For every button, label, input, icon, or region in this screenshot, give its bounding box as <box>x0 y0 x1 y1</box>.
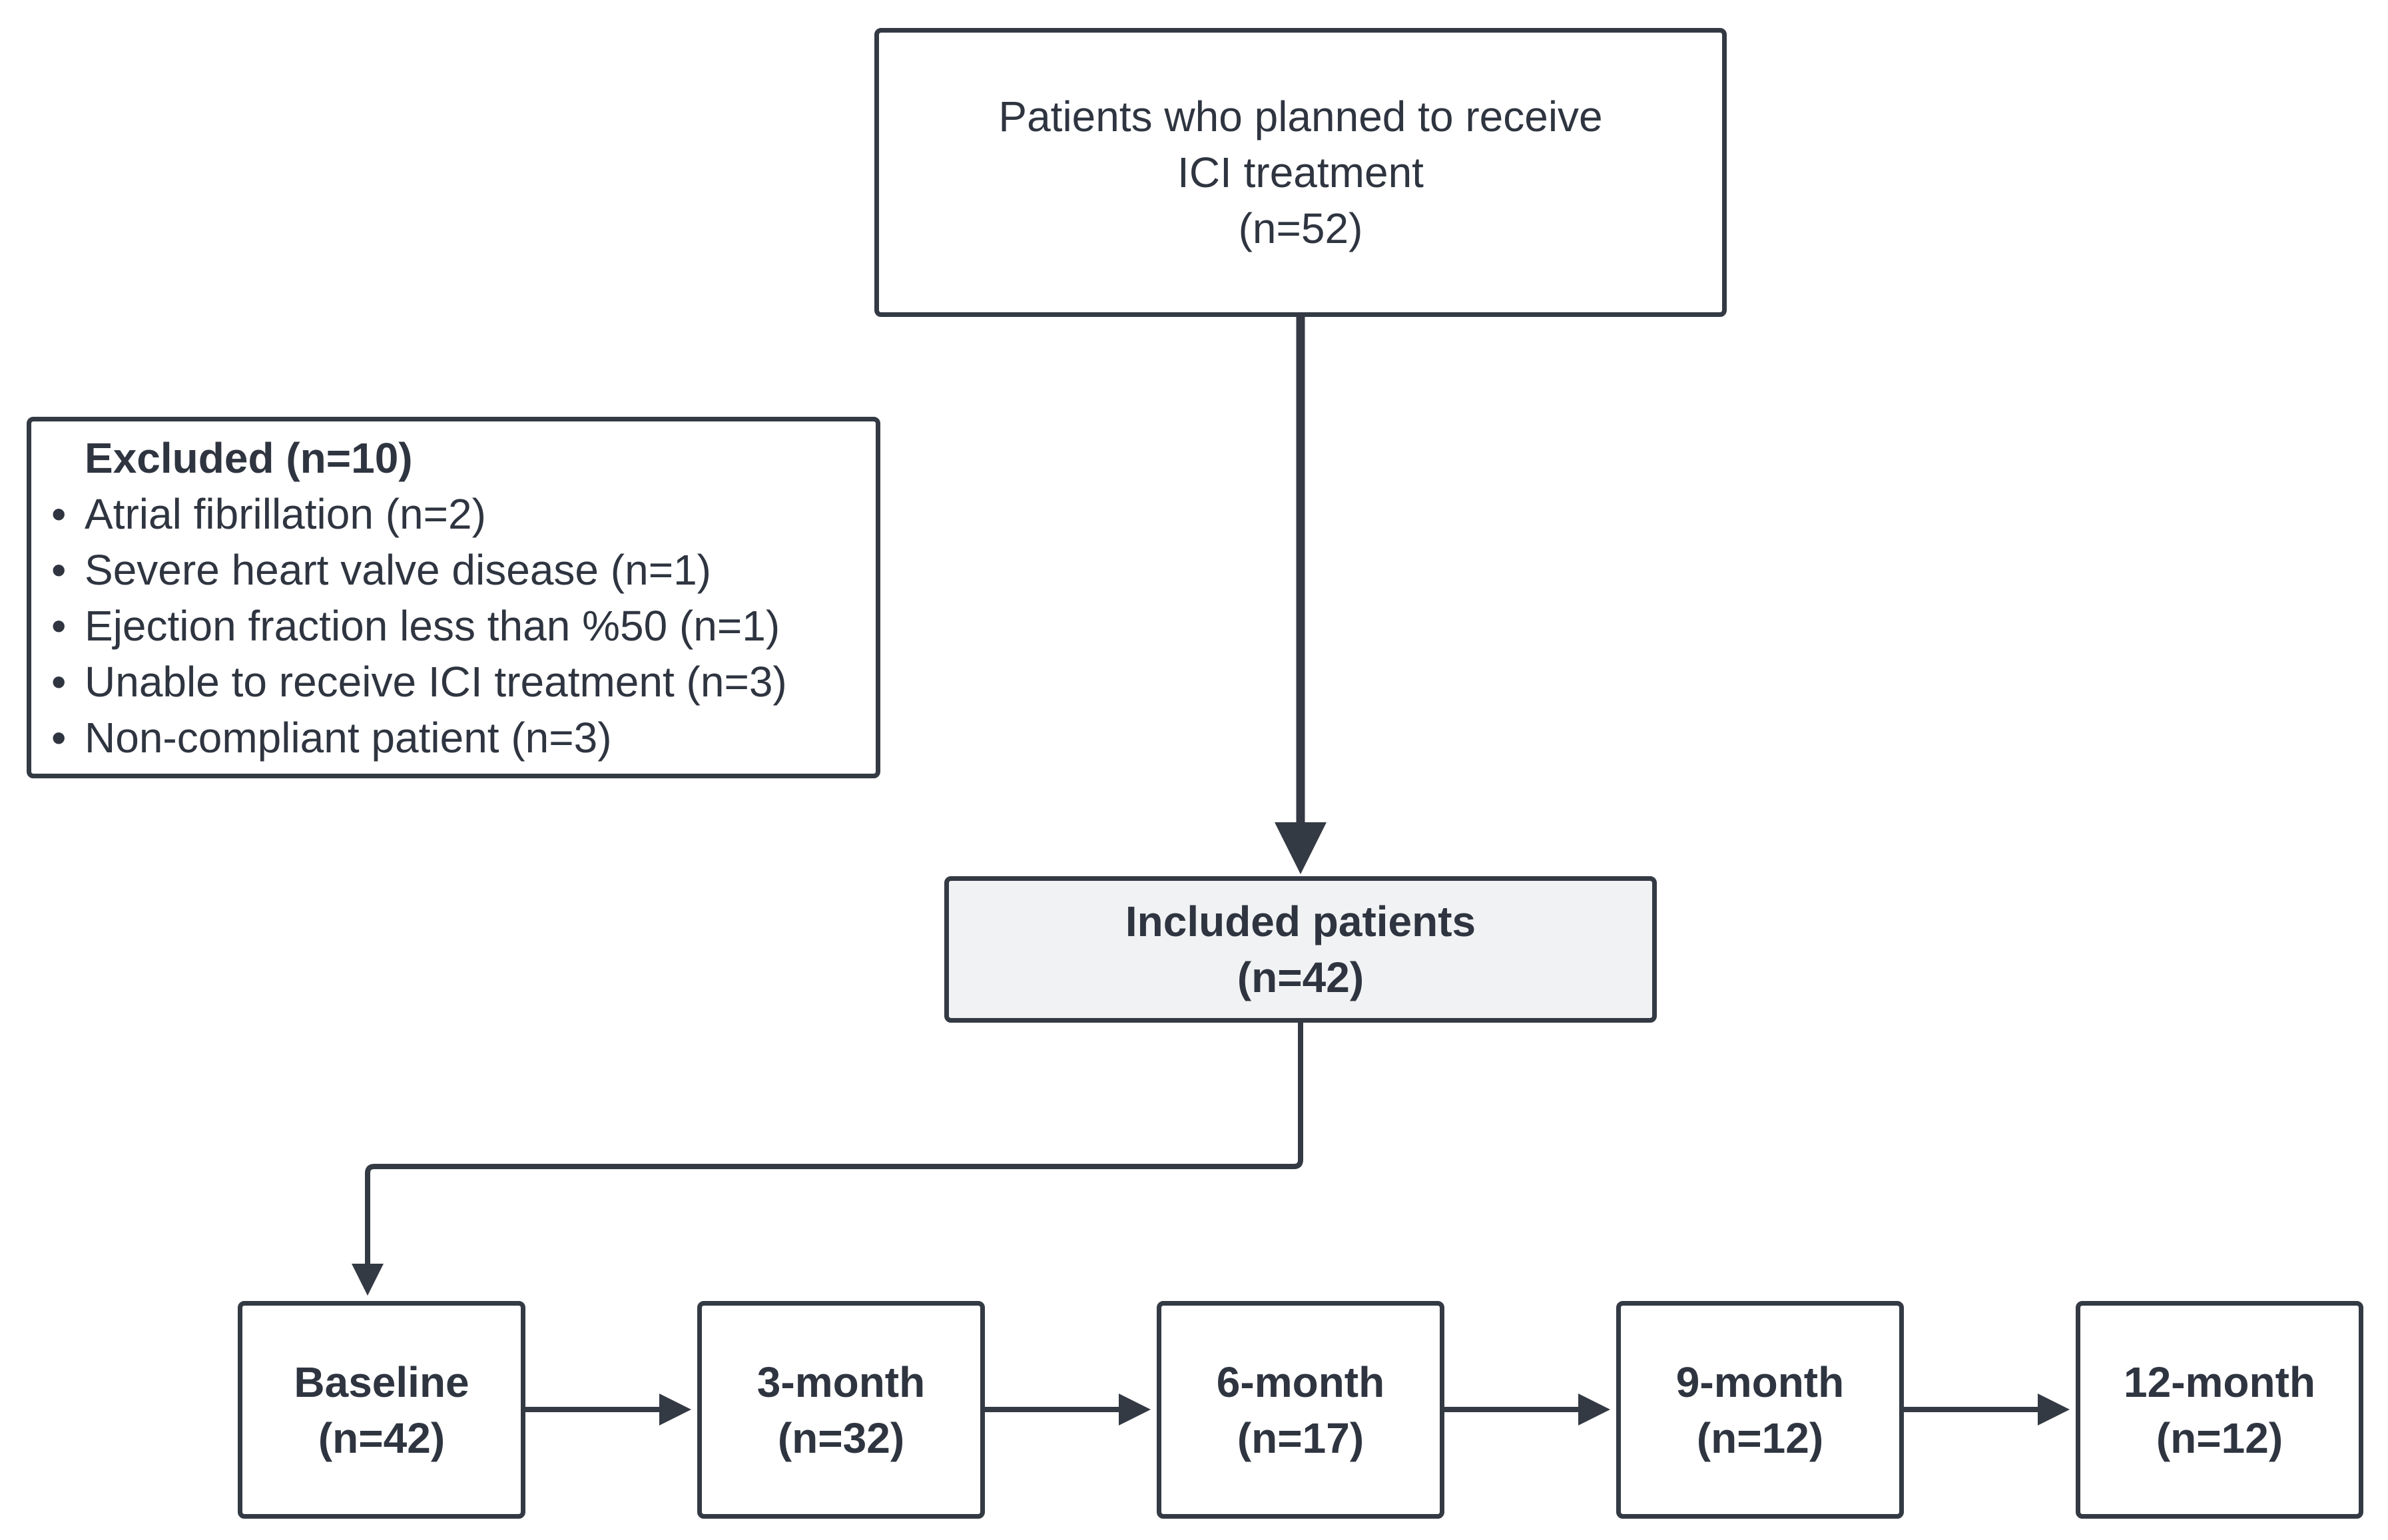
timepoint-label: 9-month <box>1675 1358 1845 1406</box>
timepoint-box-baseline: Baseline (n=42) <box>238 1301 525 1519</box>
timepoint-label: 6-month <box>1216 1358 1385 1406</box>
timepoint-box-6-month: 6-month (n=17) <box>1157 1301 1444 1519</box>
excluded-item: Non-compliant patient (n=3) <box>51 710 612 766</box>
enrollment-box: Patients who planned to receive ICI trea… <box>874 28 1727 317</box>
timepoint-box-12-month: 12-month (n=12) <box>2076 1301 2363 1519</box>
enrollment-line: ICI treatment <box>1177 148 1424 196</box>
timepoint-label: Baseline <box>294 1358 469 1406</box>
included-count: (n=42) <box>1237 953 1364 1001</box>
timepoint-count: (n=12) <box>2156 1413 2283 1462</box>
excluded-item: Severe heart valve disease (n=1) <box>51 542 711 598</box>
timepoint-box-9-month: 9-month (n=12) <box>1616 1301 1904 1519</box>
timepoint-count: (n=32) <box>777 1413 905 1462</box>
timepoint-label: 3-month <box>756 1358 926 1406</box>
excluded-item: Ejection fraction less than %50 (n=1) <box>51 598 780 654</box>
excluded-item: Atrial fibrillation (n=2) <box>51 486 486 542</box>
timepoint-count: (n=42) <box>318 1413 446 1462</box>
timepoint-count: (n=17) <box>1237 1413 1364 1462</box>
excluded-title: Excluded (n=10) <box>85 433 413 482</box>
included-label: Included patients <box>1125 898 1476 945</box>
included-box: Included patients (n=42) <box>944 876 1657 1023</box>
excluded-box: Excluded (n=10) Atrial fibrillation (n=2… <box>27 417 880 778</box>
excluded-item: Unable to receive ICI treatment (n=3) <box>51 654 787 710</box>
timepoint-box-3-month: 3-month (n=32) <box>697 1301 985 1519</box>
enrollment-count: (n=52) <box>1238 204 1363 252</box>
timepoint-count: (n=12) <box>1696 1413 1824 1462</box>
timepoint-label: 12-month <box>2124 1358 2315 1406</box>
arrow-included-to-baseline <box>352 1023 1303 1296</box>
enrollment-line: Patients who planned to receive <box>998 93 1603 140</box>
